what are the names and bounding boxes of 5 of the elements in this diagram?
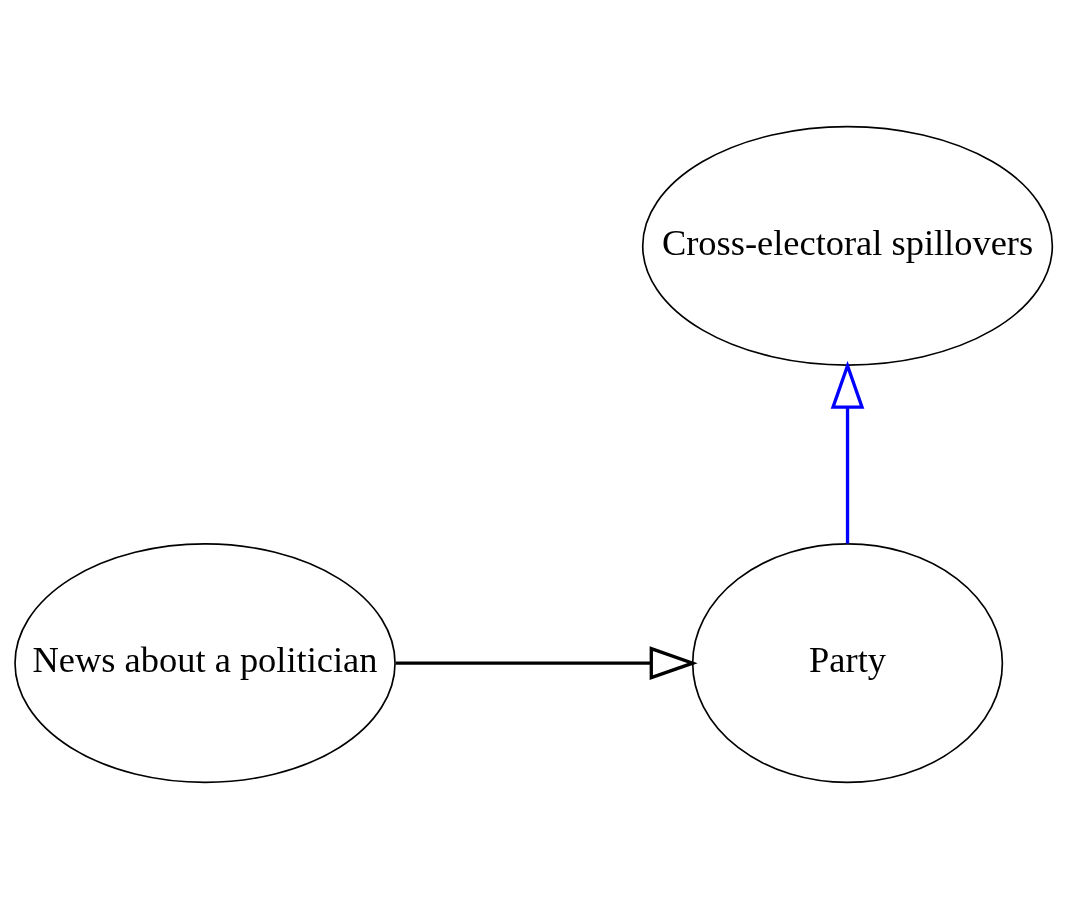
node-ellipse: Party	[691, 543, 1004, 784]
node-ellipse: News about a politician	[14, 543, 396, 784]
node-ellipse: Cross-electoral spillovers	[641, 125, 1054, 366]
arrow	[395, 646, 698, 680]
arrow	[830, 360, 865, 544]
